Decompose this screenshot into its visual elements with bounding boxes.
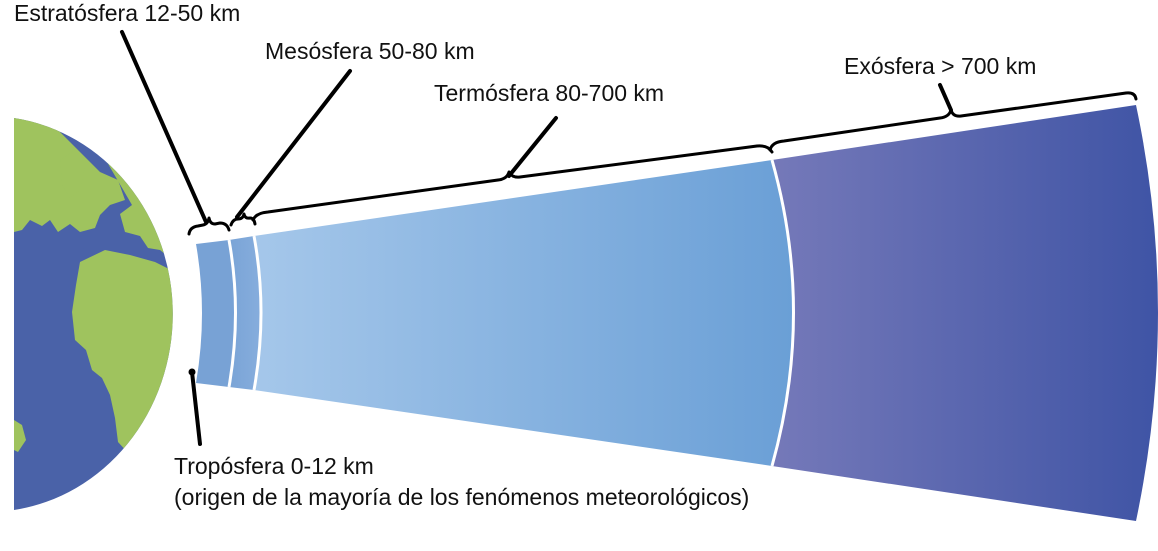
- band-exosphere: [772, 105, 1158, 521]
- brace-mesosphere: [229, 212, 257, 227]
- leader-stratosphere: [120, 30, 208, 224]
- label-exosphere: Exósfera > 700 km: [844, 53, 1036, 79]
- leader-lines: [120, 30, 953, 446]
- band-thermosphere: [254, 160, 794, 466]
- leader-thermosphere: [507, 116, 558, 178]
- band-stratosphere: [196, 240, 236, 387]
- earth: [14, 118, 173, 510]
- label-troposphere: Tropósfera 0-12 km: [174, 453, 374, 479]
- leader-troposphere-dot: [188, 368, 196, 376]
- brace-thermosphere: [251, 144, 774, 222]
- label-troposphere-note: (origen de la mayoría de los fenómenos m…: [174, 484, 749, 510]
- atmosphere-bands: [196, 105, 1158, 521]
- label-thermosphere: Termósfera 80-700 km: [434, 80, 664, 106]
- band-mesosphere: [229, 236, 261, 390]
- brace-stratosphere: [187, 216, 231, 236]
- leader-exosphere: [938, 83, 953, 112]
- label-mesosphere: Mesósfera 50-80 km: [265, 38, 475, 64]
- leader-troposphere: [190, 370, 202, 446]
- label-stratosphere: Estratósfera 12-50 km: [14, 0, 240, 26]
- layer-labels: Estratósfera 12-50 km Mesósfera 50-80 km…: [14, 0, 1036, 510]
- leader-mesosphere: [235, 69, 352, 219]
